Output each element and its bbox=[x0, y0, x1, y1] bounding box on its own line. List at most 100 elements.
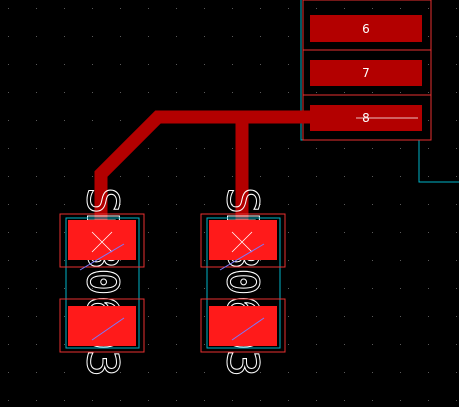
grid-dot bbox=[260, 260, 261, 261]
grid-dot bbox=[372, 92, 373, 93]
grid-dot bbox=[260, 204, 261, 205]
grid-dot bbox=[36, 288, 37, 289]
grid-dot bbox=[120, 8, 121, 9]
ratsnest-line bbox=[91, 317, 125, 341]
connector-footprint[interactable]: 6 7 8 bbox=[300, 0, 459, 183]
grid-dot bbox=[64, 176, 65, 177]
grid-dot bbox=[36, 120, 37, 121]
grid-dot bbox=[456, 344, 457, 345]
grid-dot bbox=[400, 232, 401, 233]
ratsnest-line bbox=[79, 243, 125, 271]
component-pad-bottom[interactable] bbox=[209, 306, 277, 346]
grid-dot bbox=[456, 120, 457, 121]
grid-dot bbox=[204, 372, 205, 373]
copper-traces[interactable] bbox=[94, 110, 315, 240]
grid-dot bbox=[204, 92, 205, 93]
grid-dot bbox=[8, 148, 9, 149]
grid-dot bbox=[428, 64, 429, 65]
grid-dot bbox=[204, 176, 205, 177]
grid-dot bbox=[204, 344, 205, 345]
grid-dot bbox=[344, 400, 345, 401]
grid-dot bbox=[232, 176, 233, 177]
grid-dot bbox=[232, 64, 233, 65]
grid-dot bbox=[372, 8, 373, 9]
grid-dot bbox=[288, 400, 289, 401]
connector-pin-7[interactable]: 7 bbox=[310, 60, 422, 86]
grid-dot bbox=[92, 288, 93, 289]
grid-dot bbox=[344, 316, 345, 317]
grid-dot bbox=[36, 176, 37, 177]
component-pad-top[interactable] bbox=[209, 220, 277, 260]
grid-dot bbox=[288, 372, 289, 373]
grid-dot bbox=[400, 316, 401, 317]
grid-dot bbox=[372, 204, 373, 205]
grid-dot bbox=[204, 64, 205, 65]
grid-dot bbox=[428, 8, 429, 9]
pad-courtyard bbox=[59, 298, 145, 353]
grid-dot bbox=[232, 8, 233, 9]
grid-dot bbox=[64, 92, 65, 93]
grid-dot bbox=[64, 372, 65, 373]
connector-pin-8[interactable]: 8 bbox=[310, 105, 422, 131]
grid-dot bbox=[148, 316, 149, 317]
grid-dot bbox=[8, 120, 9, 121]
grid-dot bbox=[8, 400, 9, 401]
grid-dot bbox=[428, 372, 429, 373]
grid-dot bbox=[176, 260, 177, 261]
grid-dot bbox=[344, 92, 345, 93]
grid-dot bbox=[344, 372, 345, 373]
grid-dot bbox=[344, 204, 345, 205]
grid-dot bbox=[8, 64, 9, 65]
grid-dot bbox=[260, 148, 261, 149]
component-left[interactable]: SMB0603 bbox=[59, 187, 145, 378]
grid-dot bbox=[204, 400, 205, 401]
grid-dot bbox=[148, 148, 149, 149]
grid-dot bbox=[176, 344, 177, 345]
grid-dot bbox=[344, 288, 345, 289]
grid-dot bbox=[316, 288, 317, 289]
component-pad-bottom[interactable] bbox=[68, 306, 136, 346]
grid-dot bbox=[288, 92, 289, 93]
grid-dot bbox=[456, 232, 457, 233]
component-right[interactable]: SMB0603 bbox=[200, 187, 286, 378]
grid-dot bbox=[316, 232, 317, 233]
grid-dot bbox=[400, 8, 401, 9]
grid-dot bbox=[36, 64, 37, 65]
grid-dot bbox=[92, 148, 93, 149]
grid-dot bbox=[400, 288, 401, 289]
grid-dot bbox=[176, 176, 177, 177]
grid-dot bbox=[316, 316, 317, 317]
grid-dot bbox=[120, 176, 121, 177]
grid-dot bbox=[92, 64, 93, 65]
grid-dot bbox=[288, 176, 289, 177]
grid-dot bbox=[176, 148, 177, 149]
grid-dot bbox=[288, 344, 289, 345]
connector-pin-6[interactable]: 6 bbox=[310, 15, 422, 42]
component-pad-top[interactable] bbox=[68, 220, 136, 260]
grid-dot bbox=[204, 36, 205, 37]
grid-dot bbox=[260, 288, 261, 289]
grid-dot bbox=[176, 92, 177, 93]
grid-dot bbox=[288, 8, 289, 9]
grid-dot bbox=[344, 148, 345, 149]
grid-dot bbox=[288, 232, 289, 233]
grid-dot bbox=[232, 148, 233, 149]
grid-dot bbox=[456, 148, 457, 149]
grid-dot bbox=[64, 316, 65, 317]
grid-dot bbox=[428, 316, 429, 317]
pad-courtyard bbox=[59, 213, 145, 268]
grid-dot bbox=[288, 288, 289, 289]
grid-dot bbox=[120, 36, 121, 37]
grid-dot bbox=[372, 344, 373, 345]
grid-dot bbox=[428, 400, 429, 401]
grid-dot bbox=[428, 120, 429, 121]
pad-courtyard bbox=[200, 298, 286, 353]
grid-dot bbox=[204, 288, 205, 289]
grid-dot bbox=[428, 176, 429, 177]
grid-dot bbox=[204, 148, 205, 149]
grid-dot bbox=[64, 204, 65, 205]
grid-dot bbox=[120, 120, 121, 121]
grid-dot bbox=[36, 344, 37, 345]
grid-dot bbox=[344, 176, 345, 177]
